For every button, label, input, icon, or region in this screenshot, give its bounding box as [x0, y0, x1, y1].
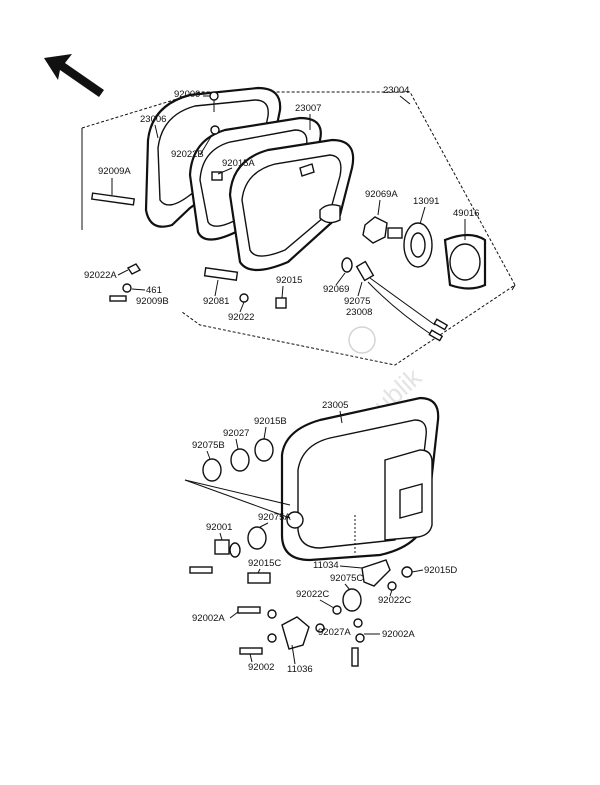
lower-hardware — [189, 438, 413, 667]
part-label: 92001 — [206, 522, 232, 533]
part-label: 92009 — [174, 89, 200, 100]
part-label: 92069 — [323, 284, 349, 295]
part-label: 92081 — [203, 296, 229, 307]
part-label: 23008 — [346, 307, 372, 318]
part-label: 92015 — [276, 275, 302, 286]
part-label: 92027A — [318, 627, 351, 638]
part-label: 92022C — [378, 595, 411, 606]
part-label: 92022C — [296, 589, 329, 600]
part-label: 92069A — [365, 189, 398, 200]
part-label: 23004 — [383, 85, 409, 96]
part-label: 92002A — [382, 629, 415, 640]
part-label: 461 — [146, 285, 162, 296]
direction-arrow-icon — [44, 54, 104, 97]
part-label: 11036 — [287, 664, 313, 675]
part-label: 92075A — [258, 512, 291, 523]
part-label: 92015B — [254, 416, 287, 427]
part-label: 23005 — [322, 400, 348, 411]
part-label: 92075C — [330, 573, 363, 584]
part-label: 49016 — [453, 208, 479, 219]
part-label: 92075B — [192, 440, 225, 451]
part-label: 92009A — [98, 166, 131, 177]
headlight-unit — [228, 138, 355, 272]
upper-assembly-boundary — [81, 91, 516, 366]
part-label: 92015C — [248, 558, 281, 569]
part-label: 11034 — [313, 560, 339, 571]
part-label: 92002 — [248, 662, 274, 673]
part-label: 92015A — [222, 158, 255, 169]
part-labels: 23004 92009 23006 23007 92022B 92015A 92… — [84, 85, 479, 675]
headlight-case — [184, 396, 440, 562]
wiring-harness — [341, 257, 449, 342]
part-label: 92015D — [424, 565, 457, 576]
part-label: 92022 — [228, 312, 254, 323]
part-label: 23006 — [140, 114, 166, 125]
part-label: 92075 — [344, 296, 370, 307]
part-label: 92002A — [192, 613, 225, 624]
part-label: 92022A — [84, 270, 117, 281]
bulb-assembly — [362, 216, 487, 290]
part-label: 92027 — [223, 428, 249, 439]
part-label: 92009B — [136, 296, 169, 307]
part-label: 92022B — [171, 149, 204, 160]
part-label: 13091 — [413, 196, 439, 207]
part-label: 23007 — [295, 103, 321, 114]
